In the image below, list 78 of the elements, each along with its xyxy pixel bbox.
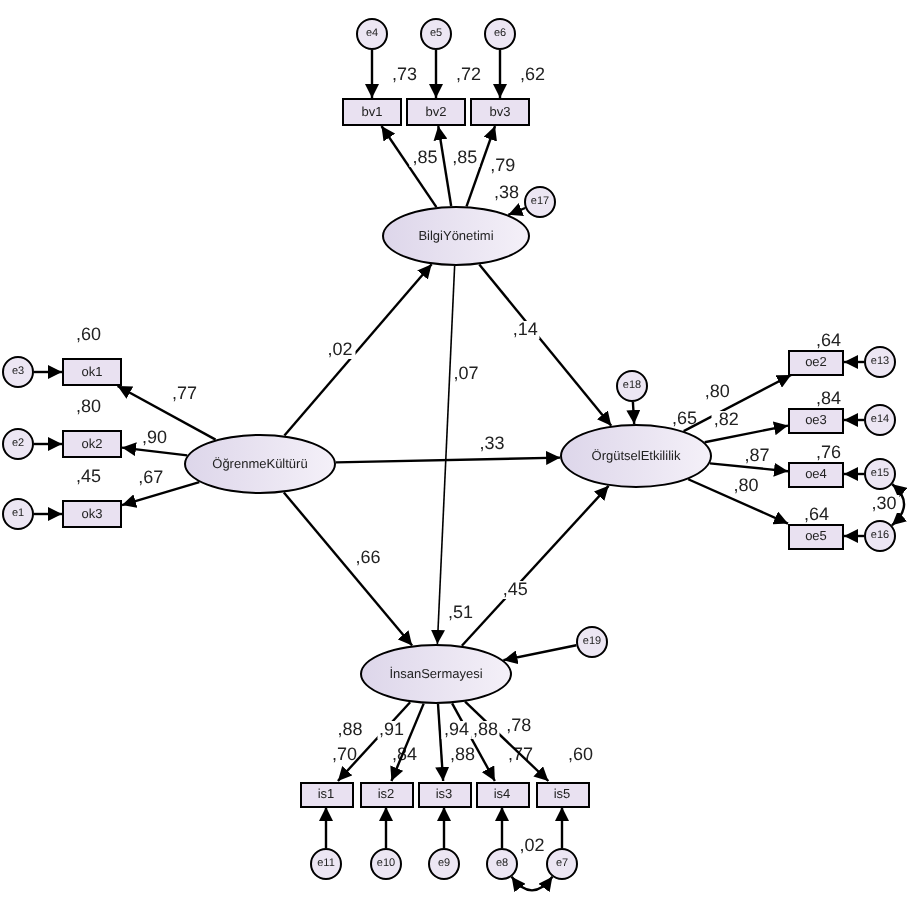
path-arrow xyxy=(704,421,789,444)
path-arrow xyxy=(461,485,610,647)
edge-label: ,67 xyxy=(136,468,166,487)
coefficient-label: ,38 xyxy=(494,184,520,202)
path-arrow xyxy=(555,807,569,848)
path-arrow xyxy=(507,203,526,217)
edge-label: ,91 xyxy=(377,721,407,740)
edge-label: ,88 xyxy=(335,720,365,739)
covariance-arrow xyxy=(510,876,554,893)
path-arrow xyxy=(435,703,450,782)
path-arrow xyxy=(34,365,62,379)
edge-label: ,79 xyxy=(488,157,518,176)
edge-label: ,80 xyxy=(702,382,732,401)
coefficient-label: ,76 xyxy=(816,443,842,461)
coefficient-label: ,72 xyxy=(456,66,482,84)
path-arrow xyxy=(335,450,561,465)
path-arrow xyxy=(683,373,792,433)
edge-label: ,85 xyxy=(450,149,480,168)
path-arrow xyxy=(844,467,864,481)
coefficient-label: ,60 xyxy=(76,326,102,344)
path-arrow xyxy=(34,507,62,521)
edge-label: ,88 xyxy=(470,721,500,740)
edge-label: ,82 xyxy=(711,410,741,429)
edge-label: ,07 xyxy=(451,365,481,384)
edge-label: ,02 xyxy=(517,837,547,856)
path-arrow xyxy=(121,480,200,508)
edge-label: ,78 xyxy=(504,716,534,735)
coefficient-label: ,70 xyxy=(332,745,358,763)
path-arrow xyxy=(431,265,456,645)
edge-label: ,30 xyxy=(869,495,899,514)
path-arrow xyxy=(626,401,641,425)
coefficient-label: ,45 xyxy=(76,468,102,486)
path-arrow xyxy=(117,384,217,441)
path-arrow xyxy=(464,700,550,782)
path-arrow xyxy=(433,125,453,207)
edge-label: ,77 xyxy=(170,385,200,404)
path-arrow xyxy=(478,263,613,427)
path-arrow xyxy=(493,50,507,98)
coefficient-label: ,88 xyxy=(450,745,476,763)
path-arrow xyxy=(844,413,864,427)
path-arrow xyxy=(437,807,451,848)
path-arrow xyxy=(365,50,379,98)
edge-label: ,02 xyxy=(325,340,355,359)
coefficient-label: ,73 xyxy=(392,66,418,84)
covariance-arrow xyxy=(891,483,908,527)
path-arrow xyxy=(844,355,864,369)
path-arrow xyxy=(121,442,188,457)
coefficient-label: ,62 xyxy=(520,66,546,84)
path-arrow xyxy=(844,529,864,543)
edge-label: ,66 xyxy=(353,548,383,566)
path-arrow xyxy=(379,807,393,848)
path-arrow xyxy=(495,807,509,848)
coefficient-label: ,80 xyxy=(76,398,102,416)
edge-label: ,33 xyxy=(477,435,507,453)
path-arrow xyxy=(319,807,333,848)
coefficient-label: ,60 xyxy=(568,745,594,763)
path-arrow xyxy=(687,478,789,525)
path-arrow xyxy=(429,50,443,98)
edge-label: ,80 xyxy=(731,476,761,495)
coefficient-label: ,65 xyxy=(672,410,698,428)
edge-label: ,45 xyxy=(500,580,530,599)
coefficient-label: ,64 xyxy=(804,505,830,523)
edge-label: ,94 xyxy=(442,721,472,740)
path-arrow xyxy=(337,701,412,782)
path-arrow xyxy=(503,644,577,665)
path-arrow xyxy=(380,125,438,208)
edge-label: ,85 xyxy=(410,149,440,168)
coefficient-label: ,84 xyxy=(816,389,842,407)
path-arrow xyxy=(34,437,62,451)
edge-label: ,14 xyxy=(510,320,540,339)
edge-label: ,90 xyxy=(140,428,170,447)
path-arrow xyxy=(283,263,433,437)
path-arrow xyxy=(465,125,497,207)
path-arrow xyxy=(282,491,414,647)
coefficient-label: ,64 xyxy=(816,331,842,349)
coefficient-label: ,51 xyxy=(448,604,474,622)
path-arrow xyxy=(709,462,789,477)
edge-label: ,87 xyxy=(742,446,772,465)
